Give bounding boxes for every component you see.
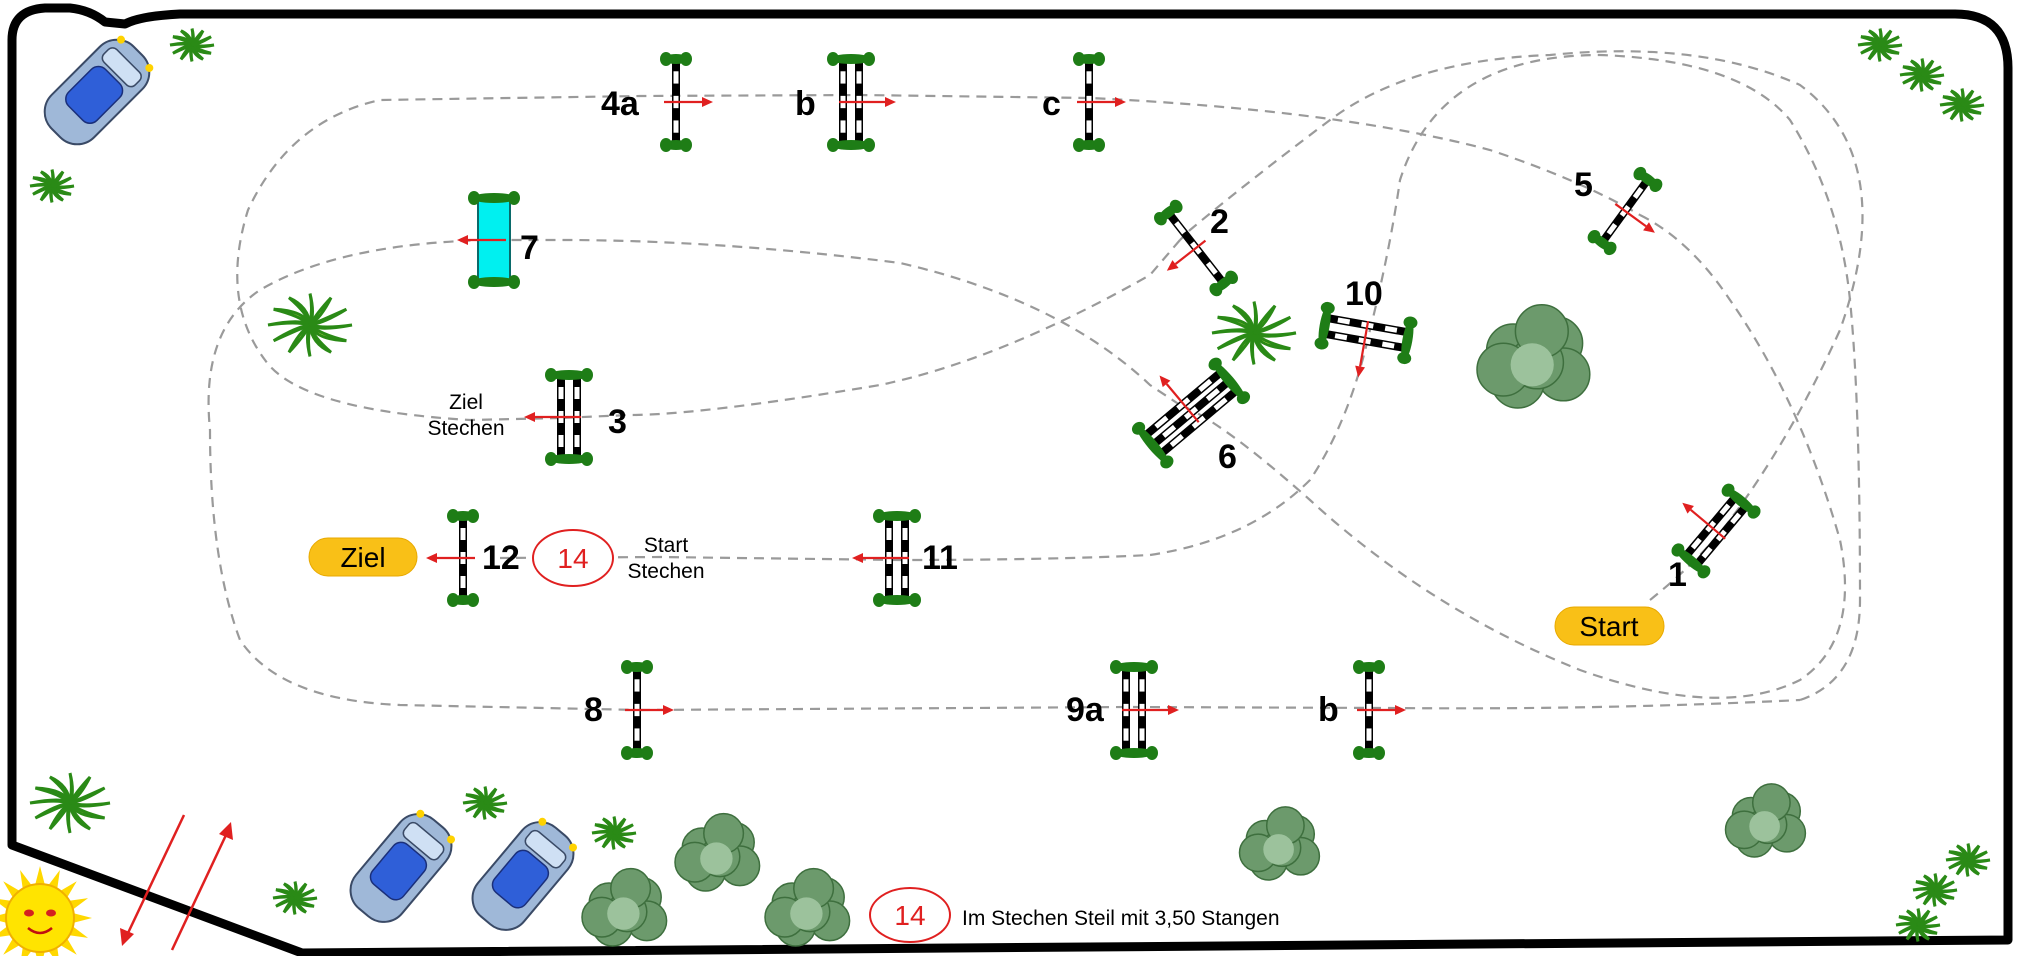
obstacle-number-4c: c bbox=[1042, 85, 1061, 123]
obstacle-number-7: 7 bbox=[520, 229, 539, 267]
start-jumpoff-line-1: Start bbox=[644, 534, 689, 557]
legend: 14 Im Stechen Steil mit 3,50 Stangen bbox=[869, 887, 1280, 943]
jump-4c bbox=[1073, 52, 1126, 152]
jump-3 bbox=[524, 368, 593, 466]
legend-marker: 14 bbox=[894, 900, 925, 931]
bush-bottom-3 bbox=[581, 867, 668, 947]
bush-bottom-2 bbox=[674, 812, 761, 892]
jump-12 bbox=[426, 509, 479, 607]
jump-9a bbox=[1110, 660, 1179, 760]
entrance-arrows bbox=[120, 814, 233, 951]
finish-jumpoff-line-2: Stechen bbox=[427, 417, 504, 440]
finish-jumpoff-line-1: Ziel bbox=[449, 391, 483, 414]
obstacle-number-5: 5 bbox=[1574, 166, 1593, 204]
arena-boundary bbox=[7, 3, 2013, 956]
finish-badge-label: Ziel bbox=[340, 542, 385, 573]
car-bottom-2 bbox=[471, 817, 578, 931]
start-jumpoff-label: Start Stechen bbox=[627, 534, 704, 583]
palm-bottom-2 bbox=[591, 816, 637, 850]
decorations bbox=[0, 28, 1991, 956]
obstacle-number-11: 11 bbox=[922, 539, 958, 577]
obstacle-number-9b: b bbox=[1318, 691, 1339, 729]
jump-2 bbox=[1154, 199, 1238, 297]
jump-11 bbox=[852, 509, 921, 607]
obstacle-number-4a: 4a bbox=[601, 85, 640, 123]
obstacle-number-12: 12 bbox=[482, 539, 520, 577]
bush-bottom-right bbox=[1724, 783, 1807, 858]
start-jumpoff-line-2: Stechen bbox=[627, 560, 704, 583]
jump-1 bbox=[1671, 483, 1761, 579]
palm-top-right-3 bbox=[1939, 88, 1985, 122]
bush-bottom-1 bbox=[1238, 806, 1321, 881]
palm-top-left bbox=[169, 28, 215, 62]
palm-left bbox=[29, 169, 75, 203]
jumpoff-marker: 14 bbox=[532, 529, 614, 587]
obstacle-number-2: 2 bbox=[1210, 203, 1229, 241]
legend-text: Im Stechen Steil mit 3,50 Stangen bbox=[962, 907, 1280, 930]
jumpoff-marker-number: 14 bbox=[557, 543, 588, 574]
palm-top-right-2 bbox=[1899, 58, 1945, 92]
car-bottom-1 bbox=[349, 809, 456, 923]
start-badge-label: Start bbox=[1579, 611, 1638, 642]
palm-top-right-1 bbox=[1857, 28, 1903, 62]
palm-bottom-right-3 bbox=[1895, 908, 1941, 942]
obstacle-number-3: 3 bbox=[608, 403, 627, 441]
palm-center bbox=[1211, 301, 1297, 365]
obstacle-number-8: 8 bbox=[584, 691, 603, 729]
jump-7 bbox=[457, 191, 520, 289]
obstacle-number-10: 10 bbox=[1345, 275, 1383, 313]
jump-8 bbox=[621, 660, 674, 760]
jump-4b bbox=[827, 52, 896, 152]
obstacle-number-6: 6 bbox=[1218, 438, 1237, 476]
bush-bottom-4 bbox=[764, 867, 851, 947]
palm-bottom-1 bbox=[462, 786, 508, 820]
finish-jumpoff-label: Ziel Stechen bbox=[427, 391, 504, 440]
palm-bottom-right-1 bbox=[1945, 843, 1991, 877]
jump-5 bbox=[1587, 166, 1663, 256]
obstacle-number-9a: 9a bbox=[1066, 691, 1105, 729]
finish-badge: Ziel bbox=[308, 537, 418, 577]
palm-mid-left bbox=[267, 293, 353, 357]
jump-4a bbox=[660, 52, 713, 152]
jump-9b bbox=[1353, 660, 1406, 760]
start-badge: Start bbox=[1554, 606, 1665, 646]
car-top-left bbox=[43, 35, 154, 146]
jump-10 bbox=[1314, 301, 1418, 378]
sun-icon bbox=[0, 866, 92, 956]
obstacle-numbers: 1 2 3 4a b c 5 6 7 8 9a b 10 11 12 bbox=[482, 85, 1687, 729]
palm-bottom-left bbox=[29, 772, 111, 834]
obstacle-number-4b: b bbox=[795, 85, 816, 123]
palm-bottom-right-2 bbox=[1912, 873, 1958, 907]
palm-bottom-left-small bbox=[272, 881, 318, 915]
bush-right bbox=[1476, 304, 1591, 409]
jump-6 bbox=[1131, 357, 1251, 469]
obstacle-number-1: 1 bbox=[1668, 556, 1687, 594]
